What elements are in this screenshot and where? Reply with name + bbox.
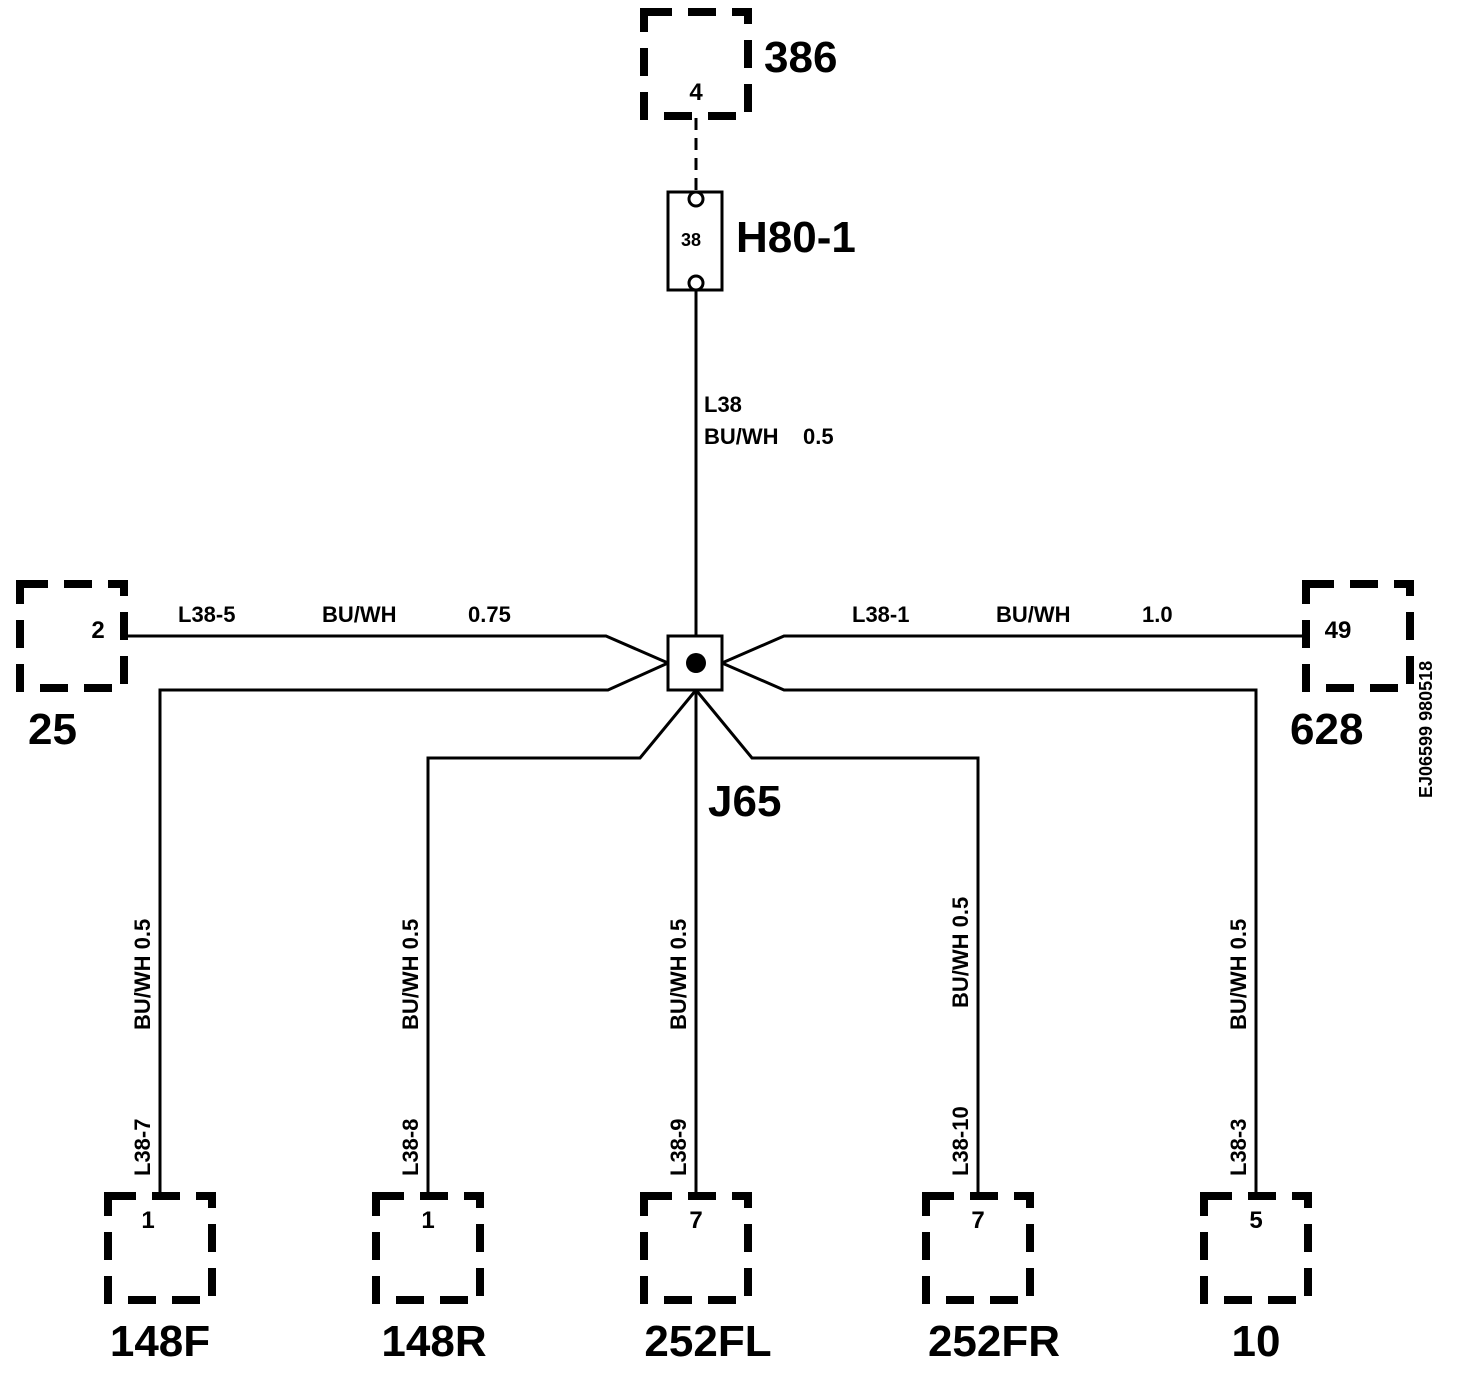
connector-25-box[interactable] [16,580,128,692]
wire-l38-5-color: BU/WH [322,602,397,627]
connector-628-pin: 49 [1325,617,1352,644]
wire-l38-5[interactable] [124,634,669,665]
wire-l38-1-color: BU/WH [996,602,1071,627]
inline-connector-label: H80-1 [736,213,856,262]
inline-connector-pin: 38 [681,230,701,250]
connector-148f-pin: 1 [141,1207,154,1234]
terminal-bottom [687,274,705,292]
wire-l38-5-circuit: L38-5 [178,602,235,627]
wire-l38-9-spec: BU/WH 0.5 [666,919,691,1030]
connector-148r-box[interactable] [372,1192,484,1304]
wire-l38-1[interactable] [721,634,1306,665]
terminal-top [687,190,705,208]
splice-label: J65 [708,777,781,826]
wire-l38-1-circuit: L38-1 [852,602,909,627]
wire-l38-3-spec: BU/WH 0.5 [1226,919,1251,1030]
wire-l38-8-spec: BU/WH 0.5 [398,919,423,1030]
wire-l38-10-circuit: L38-10 [948,1106,973,1176]
connector-386-pin: 4 [689,79,703,106]
wire-l38-7[interactable] [158,661,669,1196]
wire-l38-7-circuit: L38-7 [130,1119,155,1176]
connector-148r-label: 148R [381,1317,486,1366]
wire-l38-8-circuit: L38-8 [398,1119,423,1176]
connector-10-box[interactable] [1200,1192,1312,1304]
connector-148r-pin: 1 [421,1207,434,1234]
connector-628-box[interactable] [1302,580,1414,692]
splice-dot [686,653,706,673]
wire-l38-3[interactable] [721,661,1258,1196]
connector-252fr-box[interactable] [922,1192,1034,1304]
connector-25-pin: 2 [91,617,104,644]
connector-252fl-box[interactable] [640,1192,752,1304]
wire-l38-10[interactable] [694,689,980,1196]
wire-l38-3-circuit: L38-3 [1226,1119,1251,1176]
connector-386-box[interactable] [640,8,752,120]
connector-628-label: 628 [1290,705,1363,754]
connector-148f-box[interactable] [104,1192,216,1304]
connector-10-label: 10 [1232,1317,1281,1366]
connector-25-label: 25 [28,705,77,754]
wire-l38-9-circuit: L38-9 [666,1119,691,1176]
connector-252fr-pin: 7 [971,1207,984,1234]
wire-l38-5-size: 0.75 [468,602,511,627]
wire-l38-10-spec: BU/WH 0.5 [948,897,973,1008]
wire-l38-spec: BU/WH 0.5 [704,424,834,449]
reference-code: EJ06599 980518 [1416,661,1436,798]
connector-386-label: 386 [764,33,837,82]
connector-10-pin: 5 [1249,1207,1262,1234]
connector-252fl-pin: 7 [689,1207,702,1234]
wire-l38-1-size: 1.0 [1142,602,1173,627]
wire-l38-8[interactable] [426,689,698,1196]
connector-252fl-label: 252FL [644,1317,771,1366]
wire-l38-circuit: L38 [704,392,742,417]
wire-l38-7-spec: BU/WH 0.5 [130,919,155,1030]
connector-252fr-label: 252FR [928,1317,1060,1366]
connector-148f-label: 148F [110,1317,210,1366]
